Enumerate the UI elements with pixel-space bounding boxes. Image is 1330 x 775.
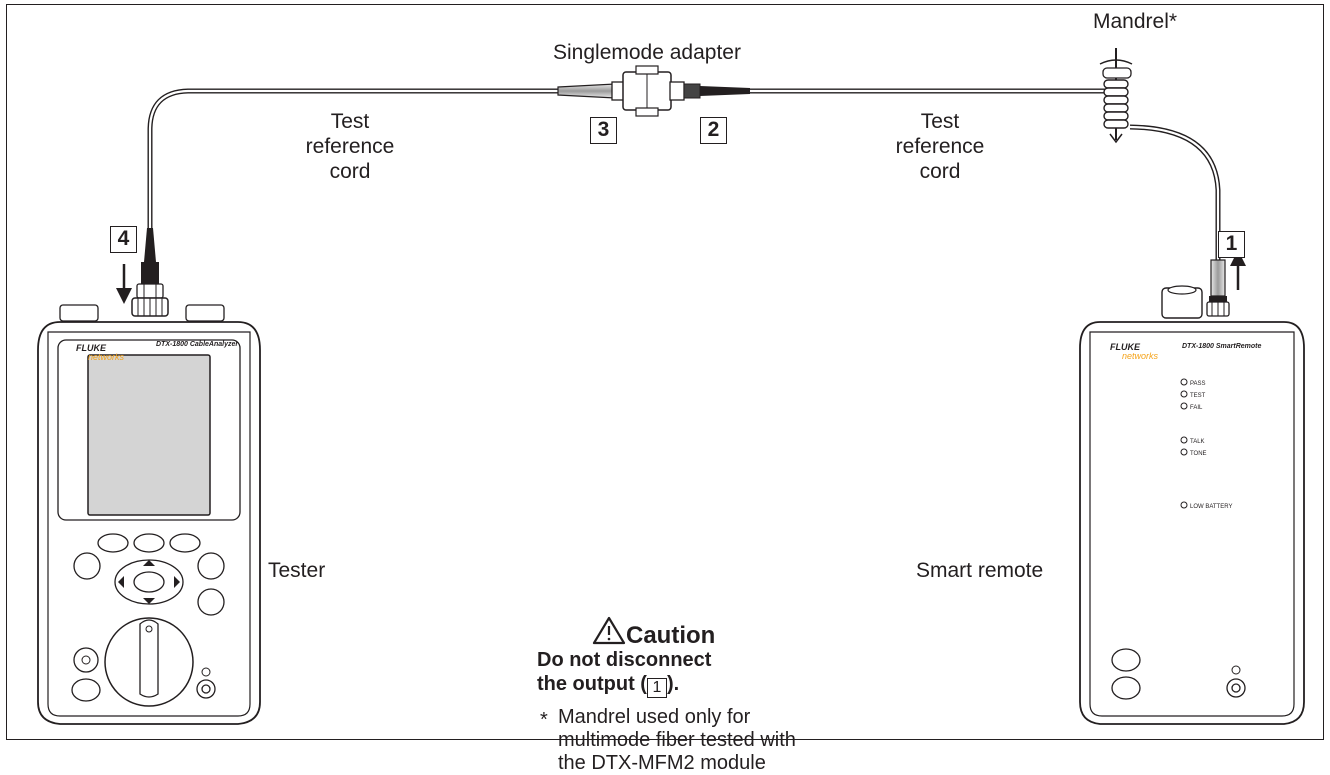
tester-brand-top: FLUKE (76, 343, 107, 353)
step-3-marker: 3 (590, 117, 617, 144)
tester-brand-bottom: networks (88, 352, 125, 362)
led-pass (1180, 378, 1188, 386)
note-asterisk: * (540, 709, 548, 731)
mandrel (1099, 48, 1133, 144)
caution-step-ref: 1 (646, 678, 667, 698)
figure-frame (6, 4, 1324, 740)
left-reference-cord (147, 88, 560, 232)
led-test (1180, 390, 1188, 398)
caution-line-1: Do not disconnect (537, 649, 712, 671)
led-label: LOW BATTERY (1190, 504, 1232, 510)
caution-line-2: the output (1). (537, 672, 711, 698)
step-1-marker: 1 (1218, 231, 1245, 258)
caution-warning-icon (592, 616, 626, 645)
led-label: TONE (1190, 451, 1207, 457)
step-4-marker: 4 (110, 226, 137, 253)
caution-line-2-text: the output ( (537, 673, 647, 695)
note-line-2: multimode fiber tested with (558, 729, 796, 751)
singlemode-adapter-label: Singlemode adapter (553, 41, 741, 64)
remote-led-panel: PASS TEST FAIL TALK TONE LOW BATTERY (1180, 378, 1232, 510)
left-cord-label-line-3: cord (329, 160, 371, 183)
led-label: TEST (1190, 393, 1206, 399)
step-2-marker: 2 (700, 117, 727, 144)
left-cord-label-line-2: reference (305, 135, 395, 158)
led-tone (1180, 448, 1188, 456)
led-talk (1180, 436, 1188, 444)
remote-brand-top: FLUKE (1110, 342, 1141, 352)
mandrel-note: Mandrel used only for multimode fiber te… (558, 706, 796, 775)
caution-title: Caution (626, 622, 716, 649)
tester-model: DTX-1800 CableAnalyzer (156, 341, 239, 348)
led-label: PASS (1190, 381, 1206, 387)
remote-connector (1206, 259, 1230, 317)
right-cord-label-line-1: Test (920, 110, 960, 133)
note-line-1: Mandrel used only for (558, 706, 751, 728)
remove-arrow-1 (1230, 250, 1246, 290)
led-fail (1180, 402, 1188, 410)
right-cord-label-line-2: reference (895, 135, 985, 158)
tester-device: FLUKE networks DTX-1800 CableAnalyzer (37, 304, 261, 725)
left-cord-label-line-1: Test (330, 110, 370, 133)
insert-arrow-4 (116, 264, 132, 304)
right-cord-label-line-3: cord (919, 160, 961, 183)
caution-line-2-end: ). (666, 673, 680, 695)
led-low-battery (1180, 501, 1188, 509)
right-test-reference-cord-label: Test reference cord (885, 109, 995, 184)
led-label: FAIL (1190, 405, 1203, 411)
connection-diagram: FLUKE networks DTX-1800 CableAnalyzer FL… (37, 48, 1305, 725)
note-line-3: the DTX-MFM2 module (558, 752, 766, 774)
singlemode-adapter (557, 65, 750, 117)
left-test-reference-cord-label: Test reference cord (295, 109, 405, 184)
remote-model: DTX-1800 SmartRemote (1182, 343, 1261, 350)
smart-remote-label: Smart remote (916, 559, 1044, 582)
mandrel-label: Mandrel* (1093, 10, 1178, 33)
right-reference-cord (748, 88, 1221, 262)
tester-connector (131, 228, 169, 317)
smart-remote-device: FLUKE networks DTX-1800 SmartRemote PASS… (1079, 285, 1305, 725)
led-label: TALK (1190, 439, 1205, 445)
tester-label: Tester (268, 559, 326, 582)
remote-brand-bottom: networks (1122, 351, 1159, 361)
caution-message: Do not disconnect the output (1). (537, 648, 711, 698)
